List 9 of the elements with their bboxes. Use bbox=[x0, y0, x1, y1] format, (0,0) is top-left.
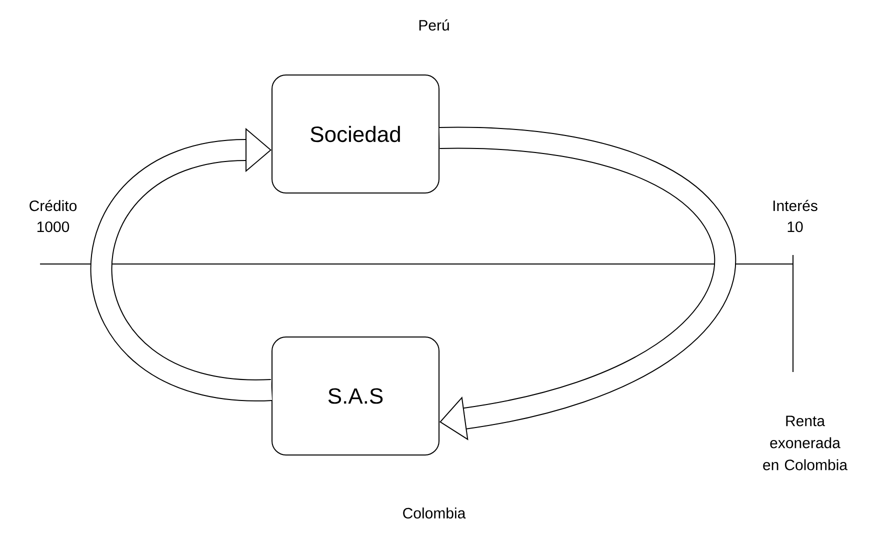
process-box: Sociedad bbox=[272, 74, 440, 194]
region-label: Perú bbox=[419, 19, 449, 31]
region-label: Colombia bbox=[403, 508, 466, 518]
curved-arrow bbox=[90, 128, 272, 401]
edge-label: Interés 10 bbox=[773, 200, 818, 232]
curved-arrow bbox=[439, 127, 736, 440]
process-box: S.A.S bbox=[272, 336, 440, 456]
edge-label: Crédito 1000 bbox=[30, 200, 77, 232]
note-text: Renta exonerada en Colombia bbox=[763, 416, 848, 470]
